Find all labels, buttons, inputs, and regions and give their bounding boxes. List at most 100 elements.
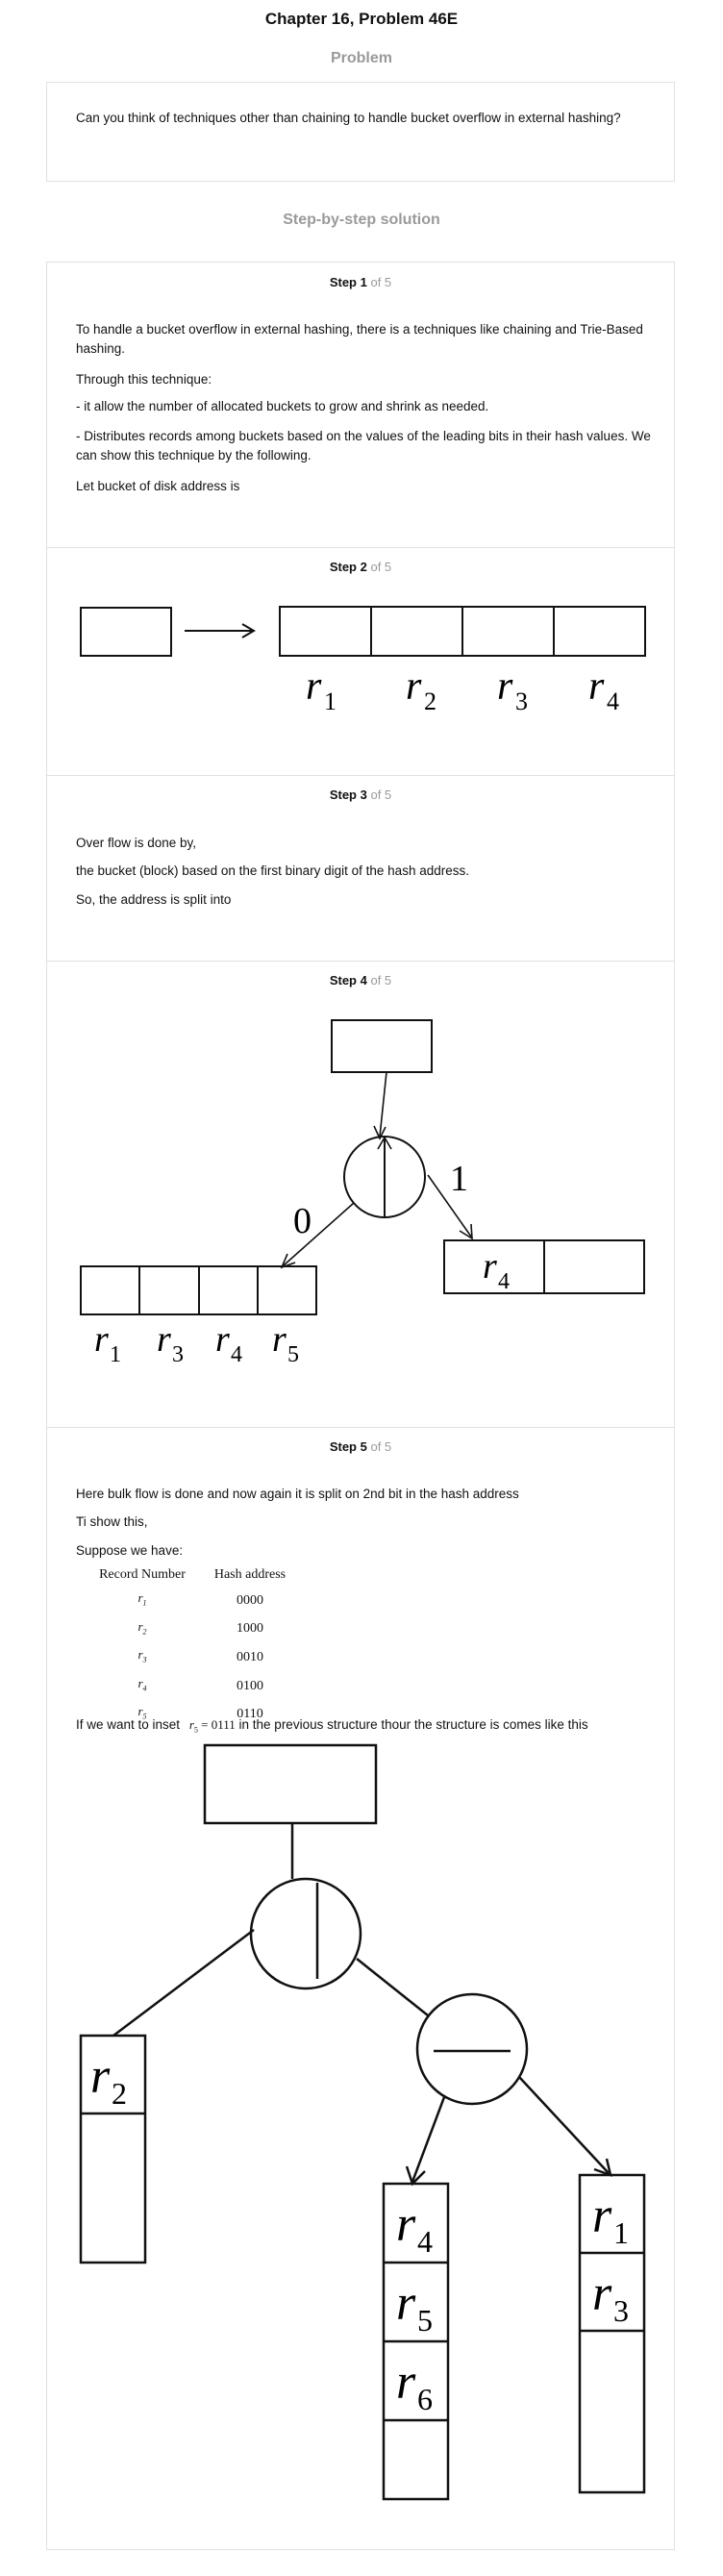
step-5-label: Step 5 — [329, 1439, 367, 1454]
record-label: r — [592, 2266, 612, 2321]
step-5-para-1: Here bulk flow is done and now again it … — [76, 1487, 519, 1501]
step-2-label: Step 2 — [329, 560, 367, 574]
table-row: r1 0000 — [81, 1587, 296, 1615]
equation-var: r — [188, 1717, 194, 1732]
record-var: r — [137, 1647, 143, 1663]
equation-sub: 5 — [193, 1725, 198, 1735]
step-divider — [46, 775, 675, 776]
record-subscript: 1 — [110, 1342, 121, 1367]
disk-address-box — [80, 607, 172, 657]
insert-text-before: If we want to inset — [76, 1717, 181, 1732]
record-label: r — [592, 2188, 612, 2243]
record-var: r — [137, 1704, 143, 1719]
hash-value: 0010 — [237, 1649, 263, 1664]
step-divider — [46, 547, 675, 548]
insert-equation: r5 = 0111 — [188, 1717, 236, 1735]
record-var: r — [137, 1590, 143, 1605]
record-label: r — [94, 1319, 109, 1360]
record-label: r — [483, 1246, 497, 1287]
table-header-row: Record Number Hash address — [81, 1567, 296, 1587]
arrow-head — [373, 1125, 386, 1140]
record-subscript: 2 — [424, 688, 436, 715]
step-2-header: Step 2 of 5 — [46, 560, 675, 574]
record-label: r — [406, 664, 422, 709]
record-subscript: 1 — [324, 688, 337, 715]
record-label: r — [157, 1319, 171, 1360]
record-label: r — [497, 664, 513, 709]
record-subscript: 4 — [498, 1269, 510, 1294]
step-5-para-2: Ti show this, — [76, 1514, 148, 1529]
record-subscript: 3 — [515, 688, 528, 715]
step-3-of: of 5 — [370, 788, 392, 802]
step-1-para-5: Let bucket of disk address is — [76, 479, 240, 493]
step-3-para-1: Over flow is done by, — [76, 836, 197, 850]
step-3-para-2: the bucket (block) based on the first bi… — [76, 863, 469, 878]
step-1-para-3: - it allow the number of allocated bucke… — [76, 399, 489, 413]
record-subscript: 5 — [287, 1342, 299, 1367]
step-5-header: Step 5 of 5 — [46, 1439, 675, 1454]
record-subscript: 3 — [613, 2293, 629, 2328]
split-node-bit1 — [249, 1877, 362, 1990]
record-label: r — [396, 2197, 416, 2252]
record-subscript: 1 — [613, 2215, 629, 2250]
hash-table: Record Number Hash address r1 0000 r2 10… — [81, 1567, 296, 1729]
record-subscript: 4 — [417, 2224, 433, 2259]
record-label: r — [306, 664, 322, 709]
step-5-of: of 5 — [370, 1439, 392, 1454]
step-4-of: of 5 — [370, 973, 392, 988]
problem-heading: Problem — [330, 50, 392, 66]
right-bucket — [578, 2173, 646, 2494]
record-label: r — [272, 1319, 287, 1360]
record-label: r — [396, 2276, 416, 2331]
record-sub: 4 — [142, 1684, 147, 1693]
step-1-of: of 5 — [370, 275, 392, 289]
record-label: r — [215, 1319, 230, 1360]
record-sub: 1 — [142, 1598, 147, 1608]
step-1-para-1: To handle a bucket overflow in external … — [76, 322, 643, 356]
root-bucket — [331, 1019, 433, 1073]
step-1-para-4: - Distributes records among buckets base… — [76, 429, 651, 463]
step-4-label: Step 4 — [329, 973, 367, 988]
step-4-header: Step 4 of 5 — [46, 973, 675, 988]
page-title: Chapter 16, Problem 46E — [264, 10, 459, 28]
step-5-para-3: Suppose we have: — [76, 1543, 184, 1558]
record-label: r — [90, 2049, 111, 2104]
column-header: Hash address — [213, 1567, 287, 1582]
step-1-header: Step 1 of 5 — [46, 275, 675, 289]
step-divider — [46, 961, 675, 962]
insert-sentence: If we want to inset r5 = 0111 in the pre… — [76, 1715, 691, 1740]
record-subscript: 6 — [417, 2382, 433, 2416]
solution-card — [46, 262, 675, 2550]
root-bucket — [203, 1743, 378, 1825]
bit-one-label: 1 — [450, 1159, 468, 1199]
split-node-bit2 — [415, 1992, 529, 2106]
insert-text-after: in the previous structure thour the stru… — [238, 1717, 588, 1732]
table-row: r4 0100 — [81, 1672, 296, 1701]
arrow-head — [241, 623, 256, 638]
record-label: r — [396, 2355, 416, 2410]
step-divider — [46, 1427, 675, 1428]
step-2-of: of 5 — [370, 560, 392, 574]
step-3-para-3: So, the address is split into — [76, 892, 232, 907]
column-header: Record Number — [99, 1567, 186, 1582]
step-1-label: Step 1 — [329, 275, 367, 289]
hash-value: 0000 — [237, 1592, 263, 1608]
record-var: r — [137, 1618, 143, 1634]
hash-value: 0100 — [237, 1678, 263, 1693]
record-label: r — [588, 664, 605, 709]
step-3-header: Step 3 of 5 — [46, 788, 675, 802]
record-subscript: 4 — [231, 1342, 242, 1367]
step-1-para-2: Through this technique: — [76, 372, 212, 387]
record-subscript: 5 — [417, 2303, 433, 2338]
problem-text: Can you think of techniques other than c… — [76, 111, 621, 125]
record-sub: 5 — [142, 1712, 147, 1721]
equation-value: = 0111 — [201, 1717, 236, 1732]
record-sub: 2 — [142, 1627, 147, 1637]
record-subscript: 4 — [607, 688, 619, 715]
left-bucket — [79, 2034, 147, 2264]
solution-heading: Step-by-step solution — [283, 212, 440, 228]
